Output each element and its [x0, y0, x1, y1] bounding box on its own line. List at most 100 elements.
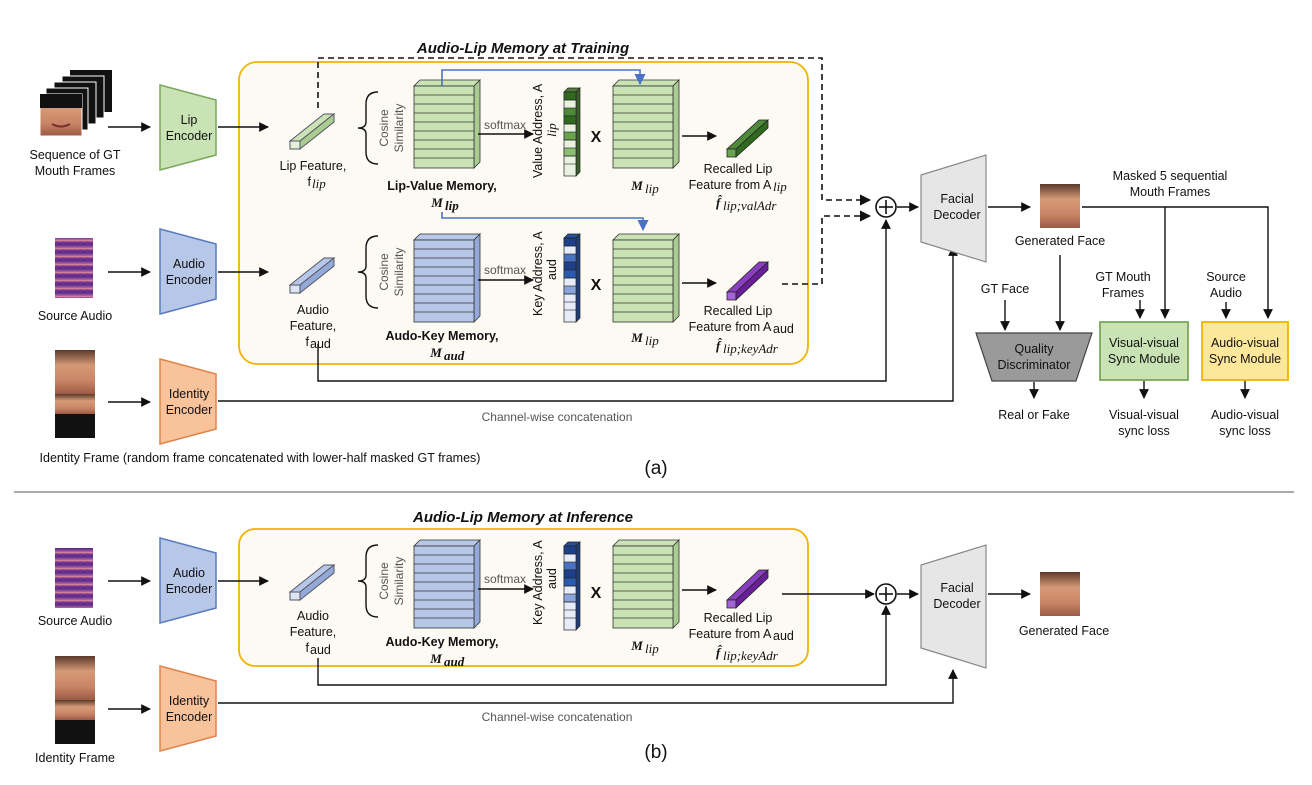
key-address-sub: aud	[545, 259, 559, 280]
audio-feature-b-f: f	[306, 641, 310, 655]
source-audio-label: Source Audio	[38, 309, 112, 323]
source-audio-small-2: Audio	[1210, 286, 1242, 300]
audio-key-b-sub: aud	[444, 654, 465, 669]
m-lip-top-symbol: M	[630, 178, 643, 193]
source-audio-b-label: Source Audio	[38, 614, 112, 628]
lip-feature-label: Lip Feature,	[280, 159, 347, 173]
panel-b-title: Audio-Lip Memory at Inference	[412, 509, 633, 526]
audio-feature-b-sub: aud	[310, 643, 331, 657]
f-hat-key-b-sub: lip;keyAdr	[723, 648, 779, 663]
audio-key-memory-b-label: Audo-Key Memory,	[386, 635, 499, 649]
key-address-label: Key Address, A	[531, 231, 545, 316]
audio-encoder-b-label-1: Audio	[173, 566, 205, 580]
audio-key-b-symbol: M	[429, 651, 442, 666]
audio-key-memory-b	[413, 539, 481, 629]
vv-sync-label-2: Sync Module	[1108, 352, 1180, 366]
lip-encoder: Lip Encoder	[159, 84, 217, 171]
lip-encoder-label-2: Encoder	[166, 129, 213, 143]
f-hat-val-sub: lip;valAdr	[723, 198, 777, 213]
recalled-lip-key-bar	[725, 261, 770, 301]
identity-frame-b-label: Identity Frame	[35, 751, 115, 765]
value-address-sub: lip	[544, 123, 559, 137]
recalled-lip-mid-1: Recalled Lip	[704, 304, 773, 318]
key-address-b-sub: aud	[545, 568, 559, 589]
audio-encoder: Audio Encoder	[159, 228, 217, 315]
brace-middle	[357, 235, 379, 309]
recalled-lip-mid-sub: aud	[773, 322, 794, 336]
concat-circle-b	[875, 583, 897, 605]
identity-frame-b-image	[55, 656, 95, 744]
audio-key-symbol: M	[429, 345, 442, 360]
recalled-lip-value-bar	[725, 119, 770, 158]
cosine-label-b-2: Similarity	[392, 557, 406, 606]
key-address-vector-b	[563, 541, 581, 631]
source-audio-spectrogram	[55, 238, 93, 298]
times-top: X	[591, 129, 602, 146]
av-sync-label-1: Audio-visual	[1211, 336, 1279, 350]
gt-mouth-frames-image	[39, 70, 112, 137]
lip-feature-f: f	[308, 175, 312, 189]
panel-b: Audio-Lip Memory at Inference Source Aud…	[35, 509, 1109, 765]
audio-feature-b-2: Feature,	[290, 625, 337, 639]
audio-encoder-label-2: Encoder	[166, 273, 213, 287]
cosine-label-mid-1: Cosine	[377, 253, 391, 291]
softmax-b: softmax	[484, 572, 526, 586]
channel-concat-a: Channel-wise concatenation	[482, 410, 633, 424]
recalled-lip-b-sub: aud	[773, 629, 794, 643]
identity-frame-label: Identity Frame (random frame concatenate…	[40, 451, 481, 465]
quality-disc-label-2: Discriminator	[998, 358, 1071, 372]
generated-face-a-image	[1040, 184, 1080, 228]
identity-encoder: Identity Encoder	[159, 358, 217, 445]
gt-mouth-frames-label-2: Frames	[1102, 286, 1144, 300]
lip-feature-sub: lip	[312, 176, 326, 191]
panel-b-label: (b)	[644, 742, 667, 763]
generated-face-a-label: Generated Face	[1015, 234, 1105, 248]
source-audio-b-spectrogram	[55, 548, 93, 608]
recalled-lip-b-1: Recalled Lip	[704, 611, 773, 625]
lip-value-symbol: M	[430, 195, 443, 210]
key-address-vector	[563, 233, 581, 323]
audio-feature-label-1: Audio	[297, 303, 329, 317]
softmax-top: softmax	[484, 118, 526, 132]
vv-sync-label-1: Visual-visual	[1109, 336, 1179, 350]
facial-decoder-a-label-2: Decoder	[933, 208, 980, 222]
recalled-lip-b-2: Feature from A	[689, 627, 772, 641]
audio-encoder-label-1: Audio	[173, 257, 205, 271]
lip-encoder-label-1: Lip	[181, 113, 198, 127]
facial-decoder-a-label-1: Facial	[940, 192, 973, 206]
f-hat-val: f̂	[716, 195, 722, 210]
m-lip-top-sub: lip	[645, 181, 659, 196]
panel-a-label: (a)	[644, 458, 667, 479]
facial-decoder-b-label-2: Decoder	[933, 597, 980, 611]
m-lip-mid-sub: lip	[645, 333, 659, 348]
f-hat-key: f̂	[716, 338, 722, 353]
m-lip-top	[612, 79, 680, 169]
generated-face-b-image	[1040, 572, 1080, 616]
softmax-mid: softmax	[484, 263, 526, 277]
quality-discriminator: Quality Discriminator	[975, 332, 1093, 382]
audio-key-memory	[413, 233, 481, 323]
identity-encoder-b: Identity Encoder	[159, 665, 217, 752]
source-audio-small-1: Source	[1206, 270, 1246, 284]
audio-feature-sub: aud	[310, 337, 331, 351]
identity-encoder-label-2: Encoder	[166, 403, 213, 417]
cosine-label-mid-2: Similarity	[392, 248, 406, 297]
facial-decoder-b: Facial Decoder	[920, 544, 987, 669]
brace-top	[357, 91, 379, 165]
audio-key-sub: aud	[444, 348, 465, 363]
recalled-lip-key-bar-b	[725, 569, 770, 609]
identity-encoder-b-label-2: Encoder	[166, 710, 213, 724]
lip-value-sub: lip	[445, 198, 459, 213]
audio-feature-bar-b	[288, 563, 336, 602]
gt-face-label: GT Face	[981, 282, 1029, 296]
m-lip-mid	[612, 233, 680, 323]
identity-encoder-b-label-1: Identity	[169, 694, 210, 708]
audio-key-memory-label: Audo-Key Memory,	[386, 329, 499, 343]
gt-mouth-frames-label-1: GT Mouth	[1095, 270, 1150, 284]
recalled-lip-top-1: Recalled Lip	[704, 162, 773, 176]
identity-encoder-label-1: Identity	[169, 387, 210, 401]
audio-encoder-b-label-2: Encoder	[166, 582, 213, 596]
av-sync-label-2: Sync Module	[1209, 352, 1281, 366]
facial-decoder-b-label-1: Facial	[940, 581, 973, 595]
